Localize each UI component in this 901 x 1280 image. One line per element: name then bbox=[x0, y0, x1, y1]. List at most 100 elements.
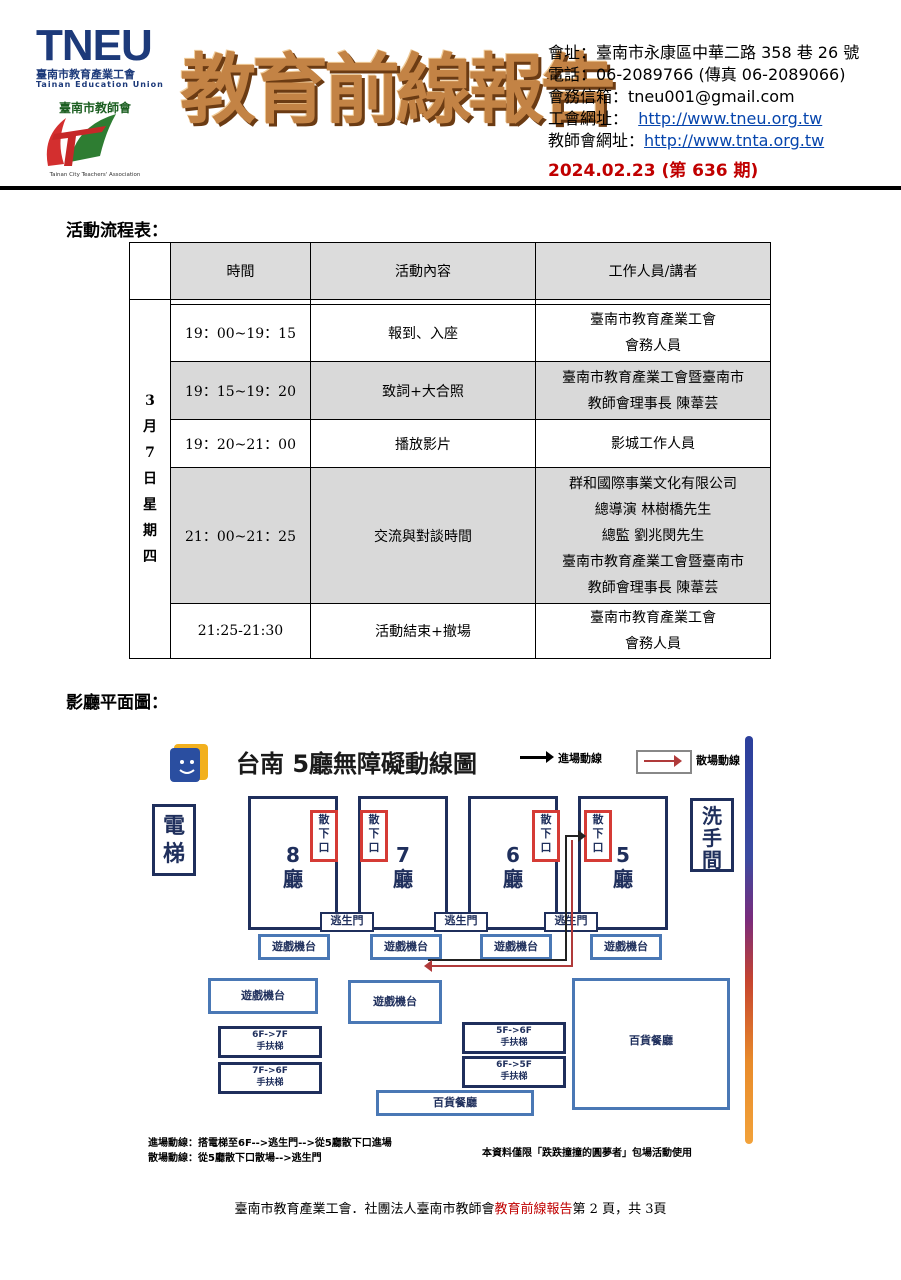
date-char: 星 bbox=[143, 497, 157, 513]
schedule-table: 時間 活動內容 工作人員/講者 3 月 7 日 星 期 四 19：00~19：1… bbox=[129, 242, 771, 659]
staff-line: 臺南市教育產業工會暨臺南市 bbox=[562, 553, 744, 570]
header-blank bbox=[129, 242, 171, 300]
staff-line: 影城工作人員 bbox=[611, 435, 695, 452]
staff-line: 總導演 林樹橋先生 bbox=[594, 501, 712, 518]
table-row: 19：20~21：00 播放影片 影城工作人員 bbox=[130, 419, 771, 468]
exit-marker-6: 散 下 口 bbox=[532, 810, 560, 862]
row-staff: 臺南市教育產業工會 會務人員 bbox=[535, 304, 771, 362]
row-time: 19：00~19：15 bbox=[170, 304, 311, 362]
row-staff: 臺南市教育產業工會暨臺南市 教師會理事長 陳葦芸 bbox=[535, 361, 771, 420]
row-activity: 播放影片 bbox=[310, 419, 536, 468]
header-divider bbox=[0, 186, 901, 190]
game-machine: 遊戲機台 bbox=[480, 934, 552, 960]
date-char: 3 bbox=[145, 393, 155, 409]
legend-exit-label: 散場動線 bbox=[696, 754, 740, 767]
page-footer: 臺南市教育產業工會．社團法人臺南市教師會教育前線報告第 2 頁，共 3頁 bbox=[0, 1198, 901, 1217]
address: 會址：臺南市永康區中華二路 358 巷 26 號 bbox=[548, 43, 860, 62]
staff-line: 會務人員 bbox=[625, 338, 681, 354]
row-staff: 影城工作人員 bbox=[535, 419, 771, 468]
escape-door: 逃生門 bbox=[434, 912, 488, 932]
issue-date: 2024.02.23 (第 636 期) bbox=[548, 161, 759, 181]
staff-line: 臺南市教育產業工會 bbox=[590, 312, 716, 328]
row-activity: 報到、入座 bbox=[310, 304, 536, 362]
union-site: 工會網址： http://www.tneu.org.tw bbox=[548, 108, 859, 130]
email: 會務信箱：tneu001@gmail.com bbox=[548, 87, 795, 106]
exit-marker-5: 散 下 口 bbox=[584, 810, 612, 862]
date-char: 四 bbox=[143, 549, 157, 565]
game-machine: 遊戲機台 bbox=[348, 980, 442, 1024]
note-entry: 進場動線：搭電梯至6F-->逃生門-->從5廳散下口進場 bbox=[148, 1138, 392, 1149]
game-machine: 遊戲機台 bbox=[590, 934, 662, 960]
restroom: 洗手間 bbox=[690, 798, 734, 872]
decorative-gradient-bar bbox=[745, 736, 753, 1144]
exit-marker-7: 散 下 口 bbox=[360, 810, 388, 862]
staff-line: 臺南市教育產業工會暨臺南市 bbox=[562, 369, 744, 386]
schedule-title: 活動流程表： bbox=[66, 221, 168, 241]
row-time: 21：00~21：25 bbox=[170, 467, 311, 604]
note-exit: 散場動線：從5廳散下口散場-->逃生門 bbox=[148, 1153, 322, 1164]
date-char: 期 bbox=[143, 523, 157, 539]
table-row: 19：00~19：15 報到、入座 臺南市教育產業工會 會務人員 bbox=[130, 304, 771, 362]
escape-door: 逃生門 bbox=[320, 912, 374, 932]
footer-suffix: 第 2 頁，共 3頁 bbox=[572, 1202, 667, 1217]
row-activity: 致詞+大合照 bbox=[310, 361, 536, 420]
org-name-zh: 臺南市教育產業工會 bbox=[36, 68, 135, 81]
table-header-row: 時間 活動內容 工作人員/講者 bbox=[129, 242, 771, 300]
date-char: 月 bbox=[143, 419, 157, 435]
legend-entry-arrow-icon bbox=[546, 751, 554, 763]
teachers-association-logo: 臺南市教師會 Tainan City Teachers' Association bbox=[46, 100, 141, 178]
row-time: 19：20~21：00 bbox=[170, 419, 311, 468]
footer-prefix: 臺南市教育產業工會．社團法人臺南市教師會 bbox=[234, 1202, 495, 1217]
teachers-site: 教師會網址：http://www.tnta.org.tw bbox=[548, 130, 859, 152]
org-name-en: Tainan Education Union bbox=[36, 80, 164, 89]
disclaimer: 本資料僅限「跌跌撞撞的圓夢者」包場活動使用 bbox=[482, 1148, 692, 1159]
exit-marker-8: 散 下 口 bbox=[310, 810, 338, 862]
staff-line: 會務人員 bbox=[625, 636, 681, 652]
date-cell: 3 月 7 日 星 期 四 bbox=[129, 299, 171, 659]
header-staff: 工作人員/講者 bbox=[535, 242, 771, 300]
table-row: 19：15~19：20 致詞+大合照 臺南市教育產業工會暨臺南市 教師會理事長 … bbox=[130, 361, 771, 420]
row-time: 21:25-21:30 bbox=[170, 603, 311, 659]
escalator-7f-6f: 7F->6F 手扶梯 bbox=[218, 1062, 322, 1094]
teachers-logo-text: 臺南市教師會 bbox=[59, 100, 132, 115]
teachers-site-label: 教師會網址： bbox=[548, 131, 645, 150]
teachers-site-link[interactable]: http://www.tnta.org.tw bbox=[644, 131, 825, 150]
staff-line: 教師會理事長 陳葦芸 bbox=[587, 579, 719, 596]
route-arrows bbox=[424, 830, 586, 972]
staff-line: 總監 劉兆閔先生 bbox=[601, 527, 705, 544]
table-row: 21:25-21:30 活動結束+撤場 臺南市教育產業工會 會務人員 bbox=[130, 603, 771, 659]
cinema-logo-icon bbox=[170, 744, 208, 782]
legend-exit-swatch bbox=[636, 750, 692, 774]
header-time: 時間 bbox=[170, 242, 311, 300]
phone: 電話：06-2089766 (傳真 06-2089066) bbox=[548, 65, 846, 84]
legend-entry-line bbox=[520, 756, 550, 759]
dept-food-large: 百貨餐廳 bbox=[572, 978, 730, 1110]
staff-line: 群和國際事業文化有限公司 bbox=[569, 475, 737, 492]
map-title: 台南 5廳無障礙動線圖 bbox=[236, 750, 478, 778]
staff-line: 臺南市教育產業工會 bbox=[590, 610, 716, 626]
dept-food-small: 百貨餐廳 bbox=[376, 1090, 534, 1116]
elevator: 電梯 bbox=[152, 804, 196, 876]
footer-highlight: 教育前線報告 bbox=[494, 1202, 573, 1217]
game-machine: 遊戲機台 bbox=[370, 934, 442, 960]
row-activity: 交流與對談時間 bbox=[310, 467, 536, 604]
row-activity: 活動結束+撤場 bbox=[310, 603, 536, 659]
game-machine: 遊戲機台 bbox=[208, 978, 318, 1014]
escalator-6f-7f: 6F->7F 手扶梯 bbox=[218, 1026, 322, 1058]
union-site-link[interactable]: http://www.tneu.org.tw bbox=[638, 109, 823, 128]
game-machine: 遊戲機台 bbox=[258, 934, 330, 960]
date-char: 日 bbox=[143, 471, 157, 487]
hall-6: 6 廳 bbox=[468, 796, 558, 930]
row-staff: 臺南市教育產業工會 會務人員 bbox=[535, 603, 771, 659]
legend-entry-label: 進場動線 bbox=[558, 752, 602, 765]
header-activity: 活動內容 bbox=[310, 242, 536, 300]
floor-plan: 台南 5廳無障礙動線圖 進場動線 散場動線 電梯 洗手間 8 廳 7 廳 6 廳… bbox=[148, 730, 758, 1170]
escalator-5f-6f: 5F->6F 手扶梯 bbox=[462, 1022, 566, 1054]
masthead-title: 教育前線報告 bbox=[180, 45, 616, 134]
union-site-label: 工會網址： bbox=[548, 109, 629, 128]
floorplan-title: 影廳平面圖： bbox=[66, 693, 168, 713]
route-notes: 進場動線：搭電梯至6F-->逃生門-->從5廳散下口進場 散場動線：從5廳散下口… bbox=[148, 1136, 392, 1166]
tneu-logo: TNEU bbox=[36, 21, 153, 70]
row-staff: 群和國際事業文化有限公司 總導演 林樹橋先生 總監 劉兆閔先生 臺南市教育產業工… bbox=[535, 467, 771, 604]
contact-block: 會址：臺南市永康區中華二路 358 巷 26 號 電話：06-2089766 (… bbox=[548, 42, 859, 152]
